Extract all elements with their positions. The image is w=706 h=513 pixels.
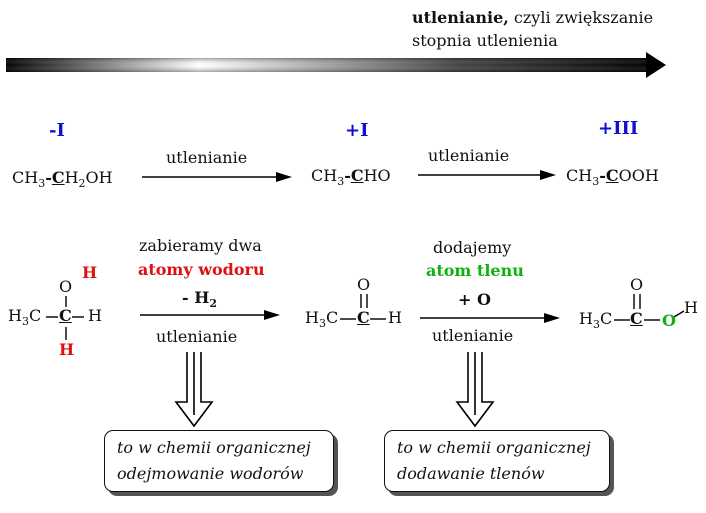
atom-c: C — [325, 308, 339, 327]
box-left-line2: odejmowanie wodorów — [117, 464, 304, 483]
reaction-arrow-2 — [418, 170, 556, 180]
reaction-arrow-4 — [420, 313, 560, 323]
header-line-2: stopnia utlenienia — [412, 31, 558, 50]
oxidized-carbon: C — [59, 306, 72, 325]
oxidized-carbon: C — [51, 168, 65, 187]
oxidized-carbon: C — [630, 309, 643, 328]
formula-subscript: 3 — [592, 318, 600, 332]
aldehyde-hydrogen: H — [388, 308, 402, 327]
formula-part: HO — [363, 166, 391, 185]
reaction-label-1: utlenianie — [166, 148, 248, 167]
formula-subscript: 3 — [38, 177, 46, 191]
header-line-1: utlenianie, czyli zwiększanie — [412, 8, 653, 27]
step2-reagent: + O — [458, 290, 491, 309]
step1-reagent: - H2 — [182, 288, 217, 310]
acid-carbonyl-oxygen: O — [630, 275, 644, 294]
reaction-arrow-3 — [140, 310, 280, 320]
formula-dash: - — [45, 168, 52, 187]
ethanol-carbon: C — [59, 306, 72, 325]
formula-part: CH — [566, 166, 593, 185]
formula-subscript: 3 — [21, 315, 29, 329]
atom-c: C — [599, 309, 613, 328]
step1-below: utlenianie — [156, 327, 238, 346]
box-right-line1: to w chemii organicznej — [397, 438, 591, 457]
aldehyde-ch3: H3C — [305, 308, 338, 330]
box-right-line2: dodawanie tlenów — [397, 464, 545, 483]
box-removing-hydrogens: to w chemii organicznej odejmowanie wodo… — [104, 430, 334, 492]
reaction-arrow-1 — [142, 172, 292, 182]
atom-h: H — [305, 308, 319, 327]
formula-subscript: 3 — [318, 317, 326, 331]
oxidation-state-3: +III — [598, 118, 639, 139]
reaction-label-2: utlenianie — [428, 146, 510, 165]
formula-subscript: 3 — [592, 175, 600, 189]
acid-bonds — [614, 294, 685, 321]
atom-h: H — [8, 306, 22, 325]
reagent-text: - H — [182, 288, 210, 307]
aldehyde-oxygen: O — [357, 275, 371, 294]
oxidized-carbon: C — [605, 166, 619, 185]
step2-line2: atom tlenu — [426, 261, 524, 280]
oxidation-direction-arrow — [6, 52, 666, 78]
formula-subscript: 2 — [78, 177, 86, 191]
reagent-subscript: 2 — [209, 297, 217, 311]
formula-aldehyde: CH3-CHO — [311, 166, 391, 188]
step1-line2: atomy wodoru — [138, 260, 265, 279]
step2-below: utlenianie — [432, 326, 514, 345]
atom-c: C — [28, 306, 42, 325]
formula-part: CH — [311, 166, 338, 185]
formula-ethanol: CH3-CH2OH — [12, 168, 113, 190]
ethanol-bonds — [46, 296, 84, 340]
formula-part: OH — [85, 168, 113, 187]
formula-dash: - — [599, 166, 606, 185]
double-arrow-left — [174, 352, 214, 428]
box-adding-oxygens: to w chemii organicznej dodawanie tlenów — [384, 430, 610, 492]
oxidation-state-1: -I — [49, 120, 65, 141]
ethanol-hydroxyl-hydrogen: H — [82, 263, 98, 282]
formula-part: CH — [12, 168, 39, 187]
header-title-rest: czyli zwiększanie — [508, 8, 654, 27]
ethanol-ch3: H3C — [8, 306, 41, 328]
double-arrow-right — [455, 352, 495, 428]
step1-line1: zabieramy dwa — [139, 236, 262, 255]
formula-subscript: 3 — [337, 175, 345, 189]
formula-acid: CH3-COOH — [566, 166, 659, 188]
ethanol-bottom-hydrogen: H — [59, 340, 75, 359]
acid-hydrogen: H — [684, 298, 698, 317]
acid-carbon: C — [630, 309, 643, 328]
atom-h: H — [579, 309, 593, 328]
step2-line1: dodajemy — [433, 238, 512, 257]
box-left-line1: to w chemii organicznej — [117, 438, 311, 457]
oxidized-carbon: C — [350, 166, 364, 185]
acid-ch3: H3C — [579, 309, 612, 331]
ethanol-right-hydrogen: H — [88, 306, 102, 325]
oxidized-carbon: C — [357, 308, 370, 327]
formula-dash: - — [344, 166, 351, 185]
ethanol-oxygen: O — [59, 277, 73, 296]
aldehyde-carbon: C — [357, 308, 370, 327]
formula-part: OOH — [618, 166, 659, 185]
aldehyde-bonds — [340, 294, 386, 320]
formula-part: H — [64, 168, 79, 187]
oxidation-state-2: +I — [345, 120, 369, 141]
acid-hydroxyl-oxygen: O — [662, 311, 676, 330]
header-title-bold: utlenianie, — [412, 8, 509, 27]
